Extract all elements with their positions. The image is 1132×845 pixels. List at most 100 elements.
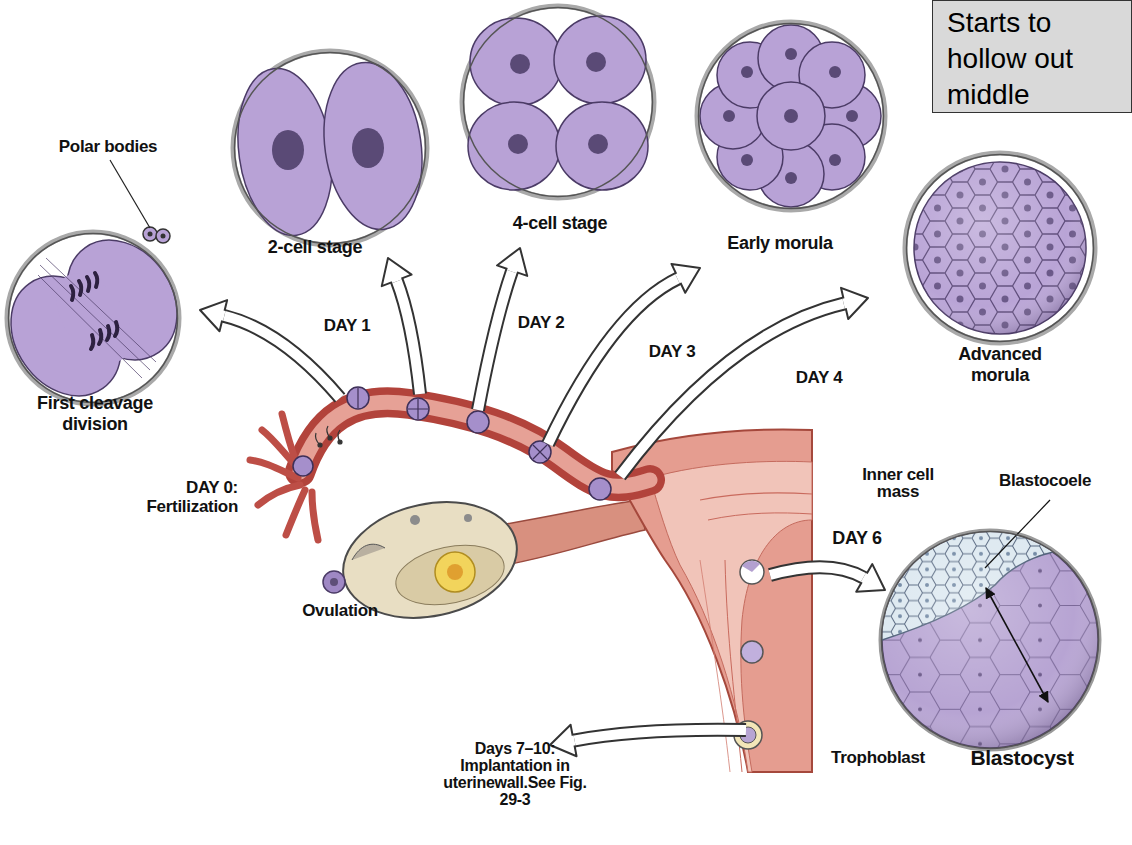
advanced-morula [905,153,1095,343]
leader-line [985,500,1050,568]
hollow-arrow [620,303,845,476]
zygote-cleavage [0,219,200,417]
four-cell-embryo [462,6,654,198]
ovary [435,552,475,592]
hollow-arrow [671,264,700,293]
zygote-cleavage [148,232,153,237]
two-cell-embryo [314,56,432,236]
two-cell-embryo [352,128,384,168]
hollow-arrow [397,280,420,394]
fallopian-tube [300,402,650,486]
uterus [700,560,730,772]
early-morula [846,110,858,122]
stage-label: 4-cell stage [485,213,635,234]
four-cell-embryo [588,134,608,154]
sperm [327,426,330,438]
stage-label: First cleavage division [15,393,175,435]
stage-outline [880,530,1100,750]
hollow-arrow [574,730,746,741]
zona-ring [464,8,653,197]
advanced-morula [914,162,1086,334]
hollow-arrow [478,271,512,410]
embryo-dot [467,411,489,433]
four-cell-embryo [554,16,646,104]
hollow-arrow [200,300,227,331]
stage-outline [462,6,654,198]
embryo-dot [529,441,551,463]
embryo-detail [358,388,547,459]
hollow-arrow [770,567,864,578]
blastocyst-drawing [986,588,1048,702]
zygote-cleavage [143,227,157,241]
part-label: DAY 1 [312,316,382,335]
fimbriae [286,490,305,535]
stage-label: Early morula [705,233,855,254]
zygote-cleavage [38,258,156,378]
note-text: Starts to hollow out middle [947,5,1121,113]
hollow-arrow [571,735,575,746]
stage-label: 2-cell stage [240,237,390,258]
part-label: Inner cell mass [850,466,946,500]
four-cell-embryo [468,102,560,190]
stage-outline [905,153,1095,343]
embryo-detail [408,399,428,419]
embryo-detail [533,445,547,459]
early-morula [757,82,825,150]
part-label: DAY 0: Fertilization [108,478,238,516]
early-morula [723,110,735,122]
fallopian-tube [300,402,650,486]
hollow-arrow [856,564,885,592]
early-morula [723,48,858,184]
hollow-arrow [770,567,864,578]
four-cell-embryo [470,18,562,106]
early-morula [741,66,753,78]
fimbriae [282,414,296,462]
fallopian-tube [300,402,650,486]
leader-line [110,160,150,228]
hollow-arrow [478,271,512,410]
part-label: Days 7–10: Implantation in uterinewall.S… [440,740,590,808]
part-label: DAY 6 [822,529,892,548]
embryo-dot [407,398,429,420]
advanced-morula [914,162,1086,334]
fimbriae [258,485,300,505]
advanced-morula [905,153,1095,343]
zona-ring [9,234,178,403]
uterine-embryo [740,560,764,584]
leader-line [110,160,150,228]
four-cell-embryo [508,134,528,154]
stage-circle: First cleavage division [7,232,179,404]
zygote-cleavage [156,229,170,243]
part-label: Trophoblast [818,748,938,767]
hollow-arrow [620,303,845,476]
zygote-cleavage [71,273,97,300]
sperm [316,433,321,445]
zona-ring [882,532,1099,749]
early-morula [785,172,797,184]
hollow-arrow [574,730,746,741]
early-morula [829,154,841,166]
leader-line [985,500,1050,568]
hollow-arrow [677,277,681,279]
sperm [338,430,340,442]
stage-outline [7,232,179,404]
fimbriae [250,460,298,478]
early-morula [697,22,885,210]
stage-label: Advanced morula [940,344,1060,386]
early-morula [784,109,798,123]
embryo-dot [293,456,313,476]
embryo-dot [347,387,369,409]
early-morula [700,25,881,207]
two-cell-embryo [228,51,432,245]
note-box: Starts to hollow out middle [932,0,1132,113]
blastocyst-drawing [880,526,1100,750]
hollow-arrow [497,248,527,276]
ovary [390,536,509,614]
hollow-arrow [512,268,513,272]
part-label: Ovulation [290,601,390,620]
ovary [464,514,472,522]
stage-label: Blastocyst [957,746,1087,770]
ovary [410,515,420,525]
